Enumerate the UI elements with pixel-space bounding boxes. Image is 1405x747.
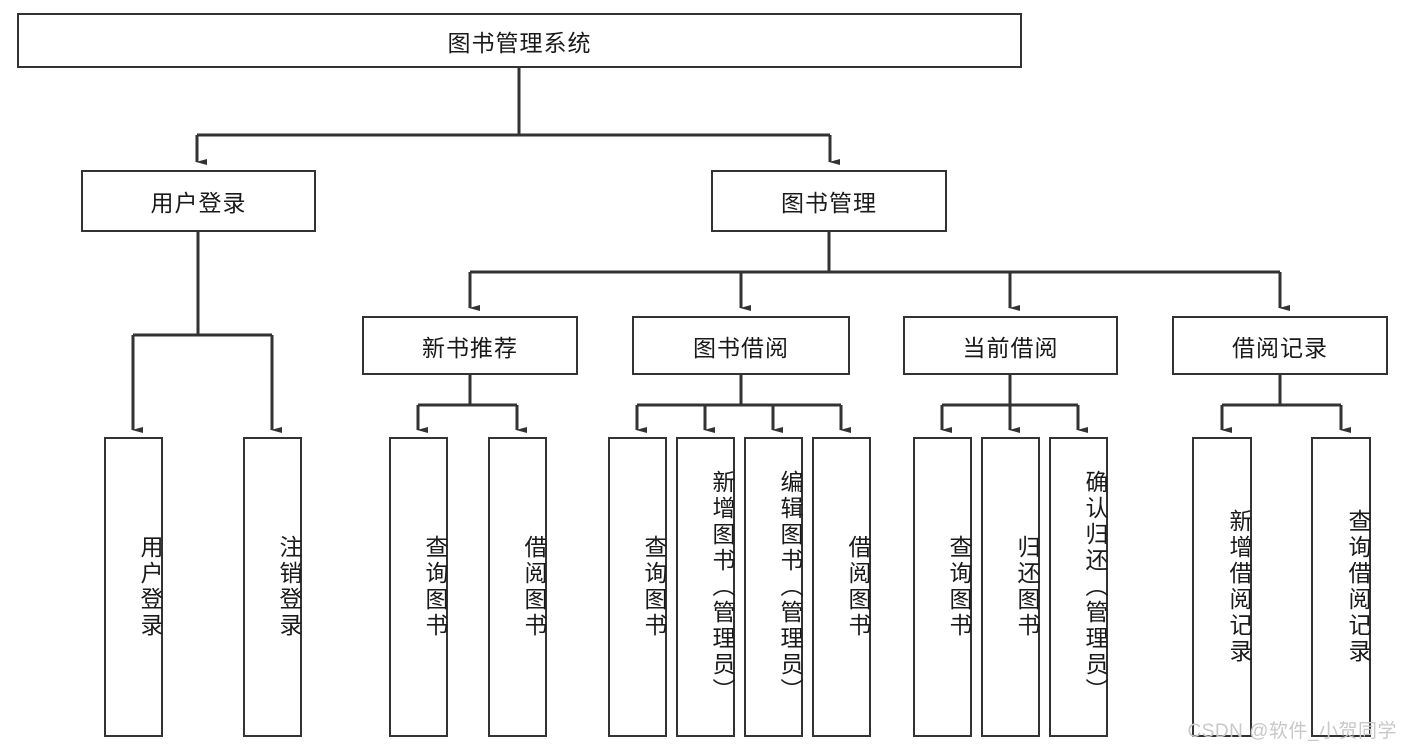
- node-book-borrow[interactable]: 图书借阅: [632, 316, 850, 375]
- leaf-node[interactable]: 注销登录: [243, 437, 302, 737]
- leaf-node[interactable]: 查询图书: [913, 437, 972, 737]
- leaf-node-label: 确认归还（管理员）: [1082, 470, 1108, 704]
- leaf-node-label: 编辑图书（管理员）: [777, 470, 803, 704]
- leaf-node-label: 借阅图书: [845, 535, 871, 639]
- leaf-node[interactable]: 查询图书: [608, 437, 667, 737]
- leaf-node-label: 新增图书（管理员）: [709, 470, 735, 704]
- leaf-node-label: 查询图书: [946, 535, 972, 639]
- watermark: CSDN @软件_小贺同学: [1187, 721, 1397, 742]
- node-book-management[interactable]: 图书管理: [711, 170, 947, 232]
- node-new-book-recommend-label: 新书推荐: [422, 334, 518, 361]
- leaf-node-label: 借阅图书: [521, 535, 547, 639]
- node-new-book-recommend[interactable]: 新书推荐: [362, 316, 578, 375]
- node-current-borrow-label: 当前借阅: [962, 334, 1059, 361]
- leaf-node[interactable]: 查询借阅记录: [1311, 437, 1371, 737]
- leaf-node[interactable]: 新增借阅记录: [1192, 437, 1252, 737]
- leaf-node-label: 查询图书: [641, 535, 667, 639]
- node-root-label: 图书管理系统: [447, 29, 592, 56]
- node-borrow-record[interactable]: 借阅记录: [1172, 316, 1388, 375]
- node-book-management-label: 图书管理: [781, 190, 877, 216]
- leaf-node[interactable]: 借阅图书: [488, 437, 547, 737]
- leaf-node[interactable]: 归还图书: [981, 437, 1040, 737]
- leaf-node-label: 用户登录: [137, 535, 163, 639]
- node-borrow-record-label: 借阅记录: [1232, 334, 1328, 361]
- leaf-node[interactable]: 确认归还（管理员）: [1049, 437, 1108, 737]
- node-current-borrow[interactable]: 当前借阅: [903, 316, 1118, 375]
- node-user-login[interactable]: 用户登录: [81, 170, 316, 232]
- leaf-node[interactable]: 借阅图书: [812, 437, 871, 737]
- leaf-node-label: 查询借阅记录: [1345, 509, 1371, 665]
- leaf-node[interactable]: 查询图书: [389, 437, 448, 737]
- leaf-node[interactable]: 用户登录: [104, 437, 163, 737]
- leaf-node[interactable]: 新增图书（管理员）: [676, 437, 735, 737]
- node-book-borrow-label: 图书借阅: [693, 334, 789, 361]
- node-user-login-label: 用户登录: [150, 190, 247, 216]
- leaf-node-label: 注销登录: [276, 535, 302, 639]
- leaf-node-label: 归还图书: [1014, 535, 1040, 639]
- leaf-node-label: 查询图书: [422, 535, 448, 639]
- node-root[interactable]: 图书管理系统: [17, 13, 1022, 68]
- leaf-node-label: 新增借阅记录: [1226, 509, 1252, 665]
- leaf-node[interactable]: 编辑图书（管理员）: [744, 437, 803, 737]
